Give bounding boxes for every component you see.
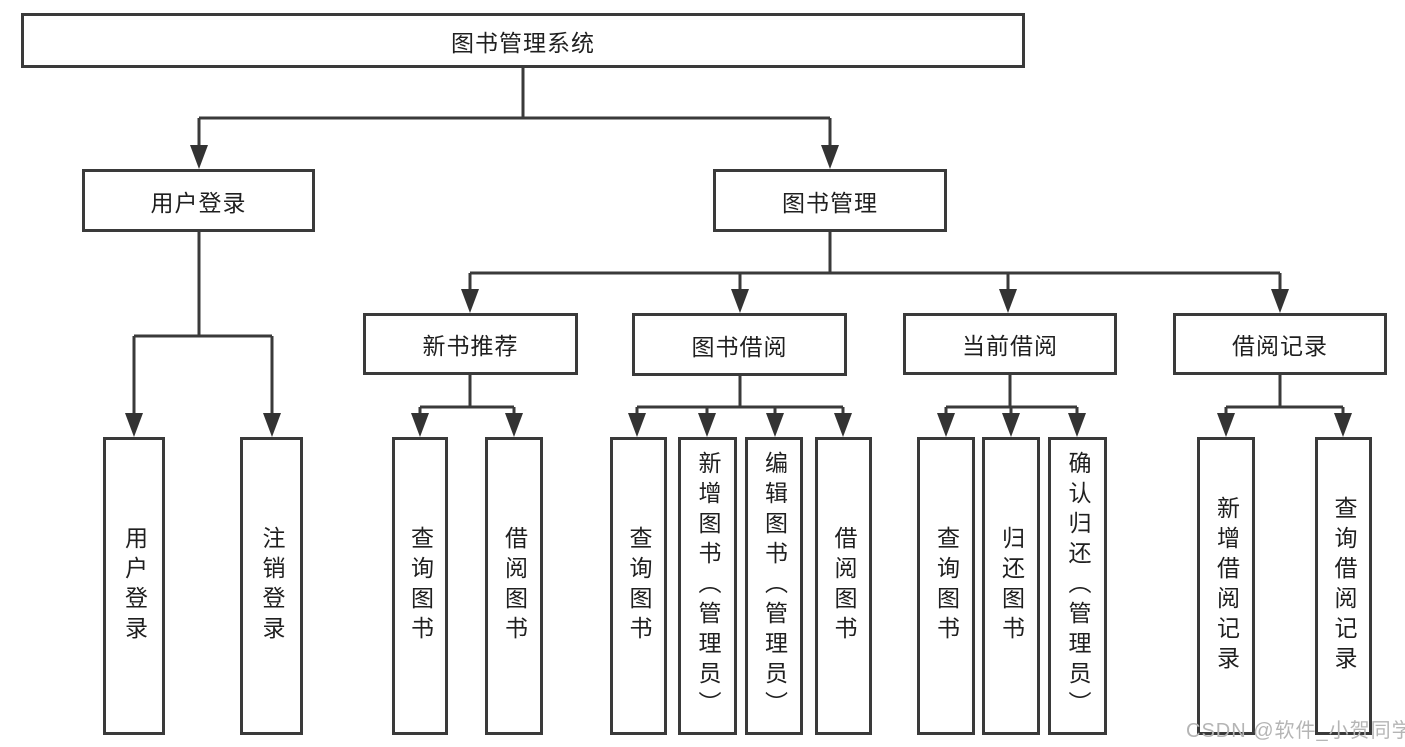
node-current-borrow: 当前借阅 <box>903 313 1117 375</box>
node-library-management-system-label: 图书管理系统 <box>451 29 595 56</box>
node-leaf-add-borrow-record-label: 新增借阅记录 <box>1213 496 1240 676</box>
node-leaf-return-books: 归还图书 <box>982 437 1040 735</box>
node-leaf-return-books-label: 归还图书 <box>998 526 1025 646</box>
node-leaf-query-borrow-record: 查询借阅记录 <box>1315 437 1372 735</box>
node-leaf-logout-label: 注销登录 <box>259 526 285 646</box>
node-leaf-confirm-return-admin: 确认归还（管理员） <box>1048 437 1107 735</box>
node-borrow-records-label: 借阅记录 <box>1232 333 1328 359</box>
node-book-borrow: 图书借阅 <box>632 313 847 376</box>
node-leaf-query-borrow-record-label: 查询借阅记录 <box>1331 496 1357 676</box>
node-book-management: 图书管理 <box>713 169 947 232</box>
node-new-book-recommend-label: 新书推荐 <box>422 333 519 359</box>
node-leaf-confirm-return-admin-label: 确认归还（管理员） <box>1065 451 1091 721</box>
node-leaf-user-login-label: 用户登录 <box>121 526 148 646</box>
node-user-login: 用户登录 <box>82 169 315 232</box>
node-library-management-system: 图书管理系统 <box>21 13 1025 68</box>
node-leaf-borrow-books: 借阅图书 <box>815 437 872 735</box>
node-current-borrow-label: 当前借阅 <box>962 333 1058 359</box>
node-leaf-borrow-books-label: 借阅图书 <box>831 526 857 646</box>
node-user-login-label: 用户登录 <box>150 189 247 216</box>
node-leaf-add-borrow-record: 新增借阅记录 <box>1197 437 1255 735</box>
node-leaf-user-login: 用户登录 <box>103 437 165 735</box>
node-leaf-add-books-admin: 新增图书（管理员） <box>678 437 737 735</box>
node-book-management-label: 图书管理 <box>782 189 878 216</box>
node-new-book-recommend: 新书推荐 <box>363 313 578 375</box>
csdn-watermark: CSDN @软件_小贺同学 <box>1186 720 1405 742</box>
node-leaf-logout: 注销登录 <box>240 437 303 735</box>
node-leaf-query-books-borrow-label: 查询图书 <box>626 526 652 646</box>
node-leaf-borrow-books-recommend: 借阅图书 <box>485 437 543 735</box>
node-leaf-add-books-admin-label: 新增图书（管理员） <box>695 451 721 721</box>
node-leaf-edit-books-admin-label: 编辑图书（管理员） <box>761 451 788 721</box>
node-leaf-query-books-recommend: 查询图书 <box>392 437 448 735</box>
node-leaf-query-books-recommend-label: 查询图书 <box>407 526 434 646</box>
node-borrow-records: 借阅记录 <box>1173 313 1387 375</box>
node-leaf-query-books-current-label: 查询图书 <box>933 526 960 646</box>
node-book-borrow-label: 图书借阅 <box>691 333 788 360</box>
node-leaf-borrow-books-recommend-label: 借阅图书 <box>501 526 528 646</box>
node-leaf-query-books-borrow: 查询图书 <box>610 437 667 735</box>
node-leaf-edit-books-admin: 编辑图书（管理员） <box>745 437 803 735</box>
node-leaf-query-books-current: 查询图书 <box>917 437 975 735</box>
